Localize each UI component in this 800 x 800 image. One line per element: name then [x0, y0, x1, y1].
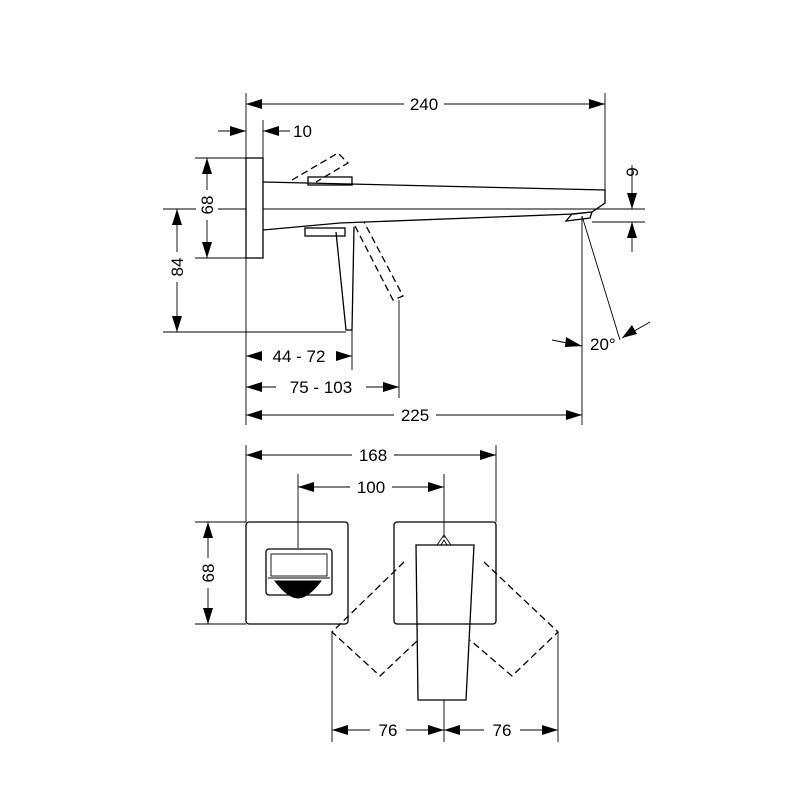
dim-84: 84	[168, 258, 187, 277]
dim-68-plan: 68	[199, 564, 218, 583]
right-plate	[393, 521, 497, 625]
dim-20-degree: 20°	[590, 335, 616, 354]
handle-window	[270, 553, 328, 577]
top-handle-base	[307, 176, 353, 186]
dim-10: 10	[293, 122, 312, 141]
dim-76-right: 76	[493, 721, 512, 740]
dim-68-side: 68	[198, 196, 217, 215]
left-plate	[245, 521, 349, 625]
spout-outlet-mark	[436, 534, 452, 546]
handle-grip	[273, 580, 323, 599]
lever-swung-dashed	[354, 221, 404, 301]
wall-plate	[245, 157, 264, 259]
dim-100: 100	[357, 478, 385, 497]
spout-swing-left	[331, 561, 419, 677]
plan-view: 168 100 68 76	[195, 444, 559, 742]
spout-swing-right	[469, 561, 559, 677]
lever	[335, 226, 355, 331]
dim-76-left: 76	[379, 721, 398, 740]
spray-angle-line	[581, 215, 621, 341]
dim-75-103: 75 - 103	[290, 378, 352, 397]
dim-44-72: 44 - 72	[273, 347, 326, 366]
dim-240: 240	[410, 95, 438, 114]
aerator	[564, 211, 593, 222]
spout-top	[415, 544, 475, 701]
lever-base	[304, 227, 346, 237]
dim-225: 225	[401, 406, 429, 425]
spout-body	[262, 181, 606, 231]
side-view: 240 10 68 84 9 20° 4	[163, 92, 651, 426]
dim-9: 9	[623, 167, 642, 176]
dim-168: 168	[359, 446, 387, 465]
top-handle-dashed	[291, 152, 350, 183]
